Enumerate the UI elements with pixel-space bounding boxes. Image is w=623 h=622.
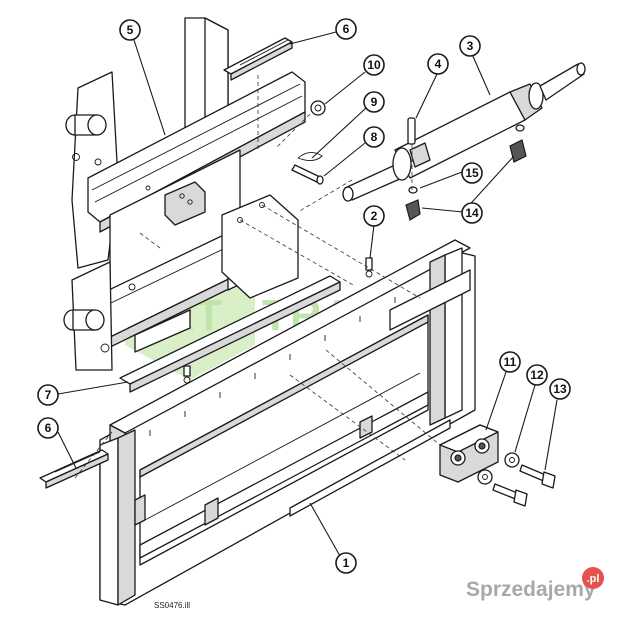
brand-suffix: .pl (587, 573, 600, 585)
callout-1: 1 (335, 552, 357, 574)
wear-pad-plate (119, 275, 341, 393)
callout-5: 5 (119, 19, 141, 41)
svg-text:4: 4 (435, 57, 442, 71)
callout-13: 13 (549, 378, 571, 400)
callout-11: 11 (499, 351, 521, 373)
leader-lines (57, 31, 558, 557)
brand-text: Sprzedajemy (466, 578, 596, 601)
svg-text:11: 11 (504, 355, 517, 369)
hydraulic-cylinder (342, 62, 586, 202)
fork-frame (99, 239, 476, 606)
hardware-oring-15 (408, 124, 525, 194)
callout-12: 12 (526, 364, 548, 386)
svg-text:6: 6 (343, 22, 350, 36)
figure-code: SS0476.ill (154, 601, 190, 610)
hardware-washer-12 (477, 452, 520, 485)
svg-text:12: 12 (530, 368, 544, 382)
hardware-grease-fitting-lower (183, 365, 191, 384)
cylinder-mount-block (439, 424, 499, 483)
callout-15: 15 (461, 162, 483, 184)
hardware-clip-9 (297, 152, 323, 161)
hardware-washer-10 (310, 100, 326, 116)
svg-text:1: 1 (343, 556, 350, 570)
callout-7: 7 (37, 384, 59, 406)
hardware-grease-fitting-2 (365, 257, 373, 278)
brand-watermark: Sprzedajemy .pl (466, 567, 604, 601)
svg-text:2: 2 (371, 209, 378, 223)
svg-text:8: 8 (371, 130, 378, 144)
svg-text:5: 5 (127, 23, 134, 37)
callout-2: 2 (363, 205, 385, 227)
brand-badge (582, 567, 604, 589)
callouts: 1 2 3 4 5 6 6 7 (37, 18, 571, 574)
svg-text:14: 14 (465, 206, 479, 220)
callout-3: 3 (459, 35, 481, 57)
svg-text:15: 15 (465, 166, 479, 180)
svg-text:10: 10 (367, 58, 381, 72)
assembly-lines (74, 75, 441, 479)
upper-carriage-frame (63, 17, 306, 371)
callout-8: 8 (363, 126, 385, 148)
hardware-bolt-13 (492, 464, 556, 507)
callout-4: 4 (427, 53, 449, 75)
wear-strip-bottom (39, 449, 109, 489)
svg-text:6: 6 (45, 421, 52, 435)
svg-text:3: 3 (467, 39, 474, 53)
callout-10: 10 (363, 54, 385, 76)
callout-9: 9 (363, 91, 385, 113)
hardware-pin-4 (407, 117, 416, 145)
svg-text:7: 7 (45, 388, 52, 402)
svg-text:13: 13 (553, 382, 567, 396)
callout-6-bottom: 6 (37, 417, 59, 439)
callout-14: 14 (461, 202, 483, 224)
svg-text:9: 9 (371, 95, 378, 109)
callout-6-top: 6 (335, 18, 357, 40)
wear-strip-top (223, 37, 293, 81)
hardware-pin-8 (291, 164, 324, 185)
